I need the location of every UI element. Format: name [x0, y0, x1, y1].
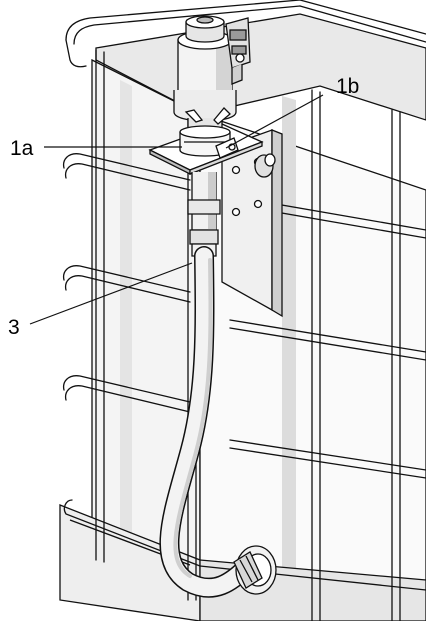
hose — [159, 246, 258, 598]
callout-1a: 1a — [10, 137, 34, 160]
tote-container — [59, 13, 426, 621]
callout-1b: 1b — [336, 75, 359, 98]
leader-line-3 — [29, 262, 193, 325]
outlet-fitting — [233, 545, 277, 595]
callout-3: 3 — [8, 316, 20, 339]
pump — [173, 15, 251, 257]
leader-line-1b — [225, 94, 324, 149]
leader-lines — [29, 94, 324, 325]
mounting-bracket — [221, 129, 283, 318]
